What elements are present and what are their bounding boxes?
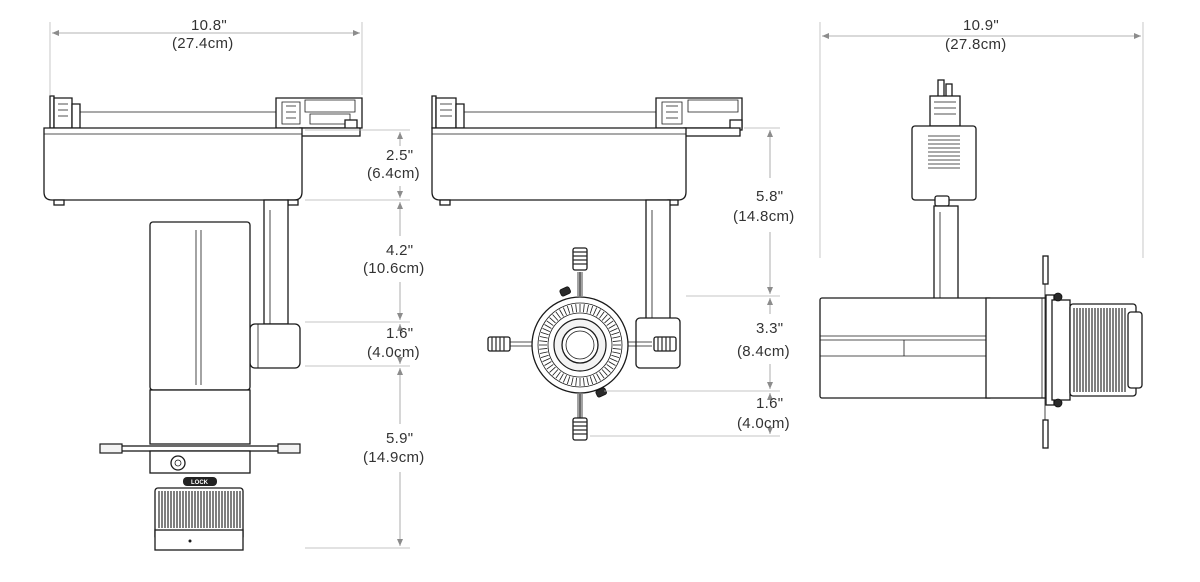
barrel-body — [149, 221, 251, 391]
front-upper-cm: (14.8cm) — [733, 208, 795, 225]
barrel-length-cm: (14.9cm) — [363, 449, 425, 466]
end-housing — [911, 125, 977, 201]
shutter-handle-left — [487, 336, 511, 352]
side-width-in: 10.8" — [191, 17, 227, 34]
housing-height-in: 2.5" — [386, 147, 413, 164]
front-upper-in: 5.8" — [756, 188, 783, 205]
front-middle-cm: (8.4cm) — [737, 343, 790, 360]
end-view — [819, 22, 1144, 449]
end-stem — [933, 205, 959, 301]
stem-height-in: 4.2" — [386, 242, 413, 259]
driver-housing — [43, 127, 303, 201]
front-lower-cm: (4.0cm) — [737, 415, 790, 432]
end-width-in: 10.9" — [963, 17, 999, 34]
stem-height-cm: (10.6cm) — [363, 260, 425, 277]
svg-text:LOCK: LOCK — [191, 480, 209, 486]
knuckle-height-cm: (4.0cm) — [367, 344, 420, 361]
housing-height-cm: (6.4cm) — [367, 165, 420, 182]
shutter-handle-right — [653, 336, 677, 352]
knuckle — [249, 323, 301, 369]
front-view — [431, 95, 780, 441]
front-housing — [431, 127, 687, 201]
front-middle-in: 3.3" — [756, 320, 783, 337]
end-body — [819, 297, 993, 399]
barrel-length-in: 5.9" — [386, 430, 413, 447]
shutter-handle-bottom — [572, 417, 588, 441]
knuckle-height-in: 1.6" — [386, 325, 413, 342]
front-stem — [645, 199, 671, 323]
lock-badge: LOCK — [183, 477, 217, 486]
stem — [263, 199, 289, 325]
lock-knob — [170, 455, 186, 471]
end-width-cm: (27.8cm) — [945, 36, 1007, 53]
front-lower-in: 1.6" — [756, 395, 783, 412]
side-view: LOCK — [43, 22, 410, 551]
shutter-handle-top — [572, 247, 588, 271]
side-width-cm: (27.4cm) — [172, 35, 234, 52]
